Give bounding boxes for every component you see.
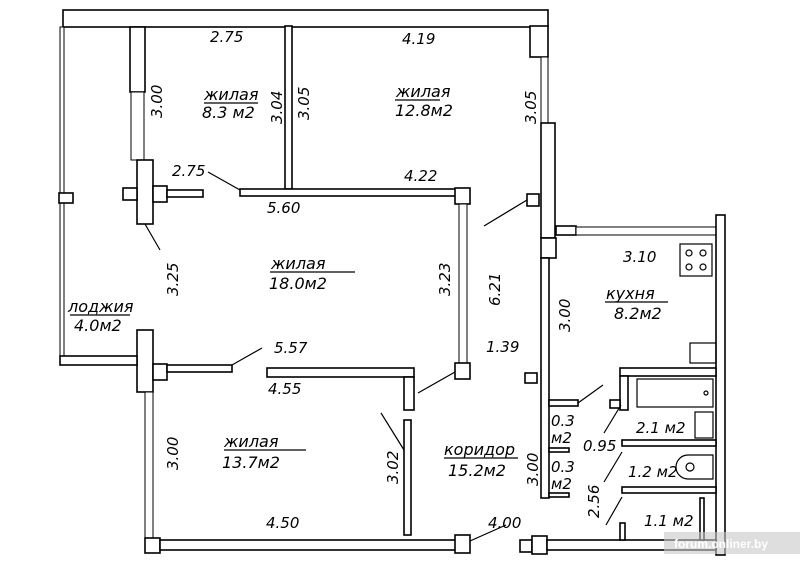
room-name: жилая [223, 432, 279, 451]
dimension-label: 3.00 [524, 453, 542, 486]
dimension-label: 4.22 [404, 167, 437, 185]
room-area: 4.0м2 [74, 316, 122, 335]
washbasin-icon [694, 411, 714, 439]
walls [58, 9, 726, 556]
room-area: 1.1 м2 [644, 512, 693, 530]
door-swings [70, 99, 668, 542]
dimension-label: 2.75 [172, 162, 205, 180]
dimension-label: 1.39 [486, 338, 519, 356]
room-name: жилая [203, 85, 259, 104]
toilet-icon [675, 454, 714, 480]
room-area: 0.3 [551, 458, 575, 476]
dimension-label: 3.00 [164, 437, 182, 470]
watermark: forum.onliner.by [674, 537, 768, 551]
room-area: 12.8м2 [395, 101, 453, 120]
stove-icon [679, 243, 713, 277]
room-labels: жилая 8.3 м2 жилая 12.8м2 жилая 18.0м2 л… [67, 82, 693, 530]
fixtures [636, 243, 717, 480]
dimension-label: 5.60 [267, 199, 300, 217]
room-area: 13.7м2 [222, 453, 280, 472]
room-area: 15.2м2 [448, 461, 506, 480]
dimension-label: 4.19 [402, 30, 435, 48]
sink-icon [689, 342, 717, 364]
dimension-label: 3.23 [436, 263, 454, 296]
dimension-label: 3.05 [522, 91, 540, 124]
dimension-label: 3.02 [384, 451, 402, 484]
room-area: 8.2м2 [614, 304, 662, 323]
room-area: 18.0м2 [269, 274, 327, 293]
dimension-label: 2.56 [585, 485, 603, 518]
dimension-label: 4.55 [268, 380, 301, 398]
room-area: 2.1 м2 [636, 419, 685, 437]
room-area: 1.2 м2 [628, 463, 677, 481]
room-name: кухня [606, 284, 655, 303]
dimension-label: 4.50 [266, 514, 299, 532]
dimension-label: 5.57 [274, 339, 308, 357]
room-name: коридор [444, 440, 515, 459]
dimension-label: 3.05 [295, 87, 313, 120]
watermark-bg [664, 532, 800, 554]
room-name: жилая [395, 82, 451, 101]
dimension-label: 3.10 [623, 248, 656, 266]
dimension-label: 6.21 [486, 273, 504, 306]
room-name: лоджия [67, 297, 134, 316]
dimension-label: 3.00 [148, 85, 166, 118]
dimension-label: 2.75 [210, 28, 243, 46]
dimension-label: 0.95 [583, 437, 616, 455]
bathtub-icon [636, 378, 714, 408]
dimension-label: 3.00 [556, 299, 574, 332]
dimensions: 2.75 4.19 3.00 3.04 3.05 3.05 2.75 4.22 … [148, 28, 656, 532]
room-area: м2 [551, 475, 572, 493]
dimension-label: 3.04 [268, 91, 286, 124]
dimension-label: 4.00 [488, 514, 521, 532]
room-area: м2 [551, 429, 572, 447]
room-area: 8.3 м2 [202, 103, 255, 122]
room-area: 0.3 [551, 412, 575, 430]
room-name: жилая [270, 254, 326, 273]
dimension-label: 3.25 [164, 263, 182, 296]
